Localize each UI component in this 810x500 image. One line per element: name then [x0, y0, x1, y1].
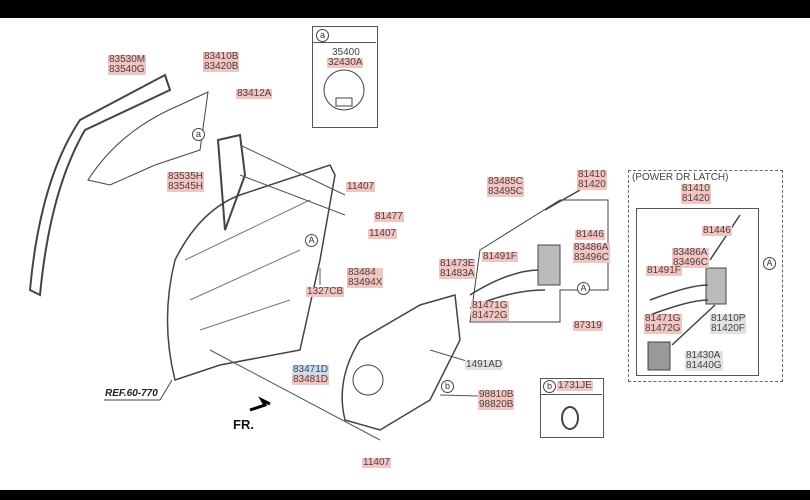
ref-label[interactable]: REF.60-770: [105, 388, 158, 399]
power-latch-title: (POWER DR LATCH): [632, 172, 729, 183]
label-11407-top[interactable]: 11407: [346, 181, 376, 192]
label-35400[interactable]: 35400: [332, 47, 360, 58]
glass-run-channel: [28, 73, 172, 297]
label-1731je[interactable]: 1731JE: [557, 380, 593, 391]
label-1491ad[interactable]: 1491AD: [465, 359, 504, 370]
callout-A-latch: A: [577, 282, 590, 295]
label-83412a[interactable]: 83412A: [236, 88, 273, 99]
callout-a-glass: a: [192, 128, 205, 141]
power-label-81446[interactable]: 81446: [702, 225, 732, 236]
window-regulator-rail: [216, 133, 247, 231]
detail-box-b: [540, 378, 604, 438]
door-panel: [166, 164, 336, 381]
callout-b: b: [543, 380, 556, 393]
label-32430a[interactable]: 32430A: [327, 57, 364, 68]
label-81446[interactable]: 81446: [575, 229, 605, 240]
label-81491f[interactable]: 81491F: [482, 251, 518, 262]
label-1327cb[interactable]: 1327CB: [306, 286, 345, 297]
label-87319[interactable]: 87319: [573, 320, 603, 331]
door-module: [341, 294, 461, 431]
callout-A-power: A: [763, 257, 776, 270]
power-latch-inner-box: [636, 208, 759, 376]
bottom-letterbox: [0, 490, 810, 500]
callout-b-module: b: [441, 380, 454, 393]
detail-box-a: [312, 26, 378, 128]
detail-box-a-header: [312, 26, 376, 43]
front-direction-label: FR.: [233, 417, 254, 432]
label-11407-mid[interactable]: 11407: [368, 228, 398, 239]
detail-box-b-header: [540, 378, 602, 395]
label-81477[interactable]: 81477: [374, 211, 404, 222]
callout-a: a: [316, 29, 329, 42]
callout-A-door: A: [305, 234, 318, 247]
label-11407-bottom[interactable]: 11407: [362, 457, 392, 468]
power-latch-box: [628, 170, 783, 382]
power-label-81491f[interactable]: 81491F: [646, 265, 682, 276]
top-letterbox: [0, 0, 810, 18]
